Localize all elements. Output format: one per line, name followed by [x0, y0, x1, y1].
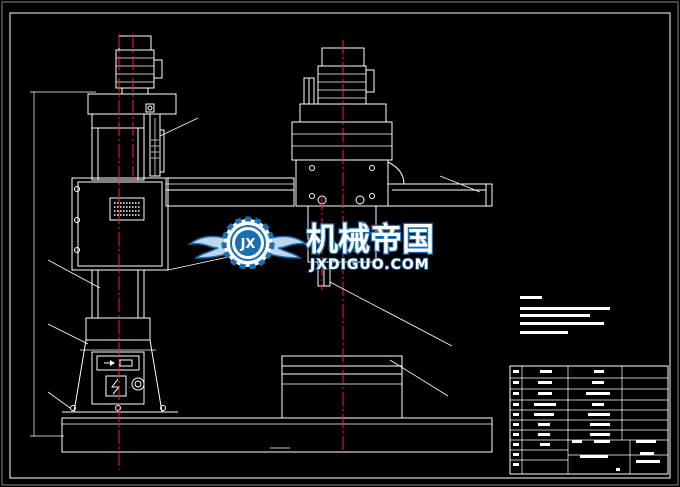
- watermark-badge: JX: [240, 237, 256, 252]
- radial-arm: [165, 177, 295, 214]
- arm-extension: [387, 161, 493, 207]
- control-knob: [131, 377, 145, 391]
- nameplate-dots: [114, 202, 141, 216]
- title-block: [509, 365, 669, 475]
- base-plate: [61, 417, 493, 453]
- lifting-screw: [149, 113, 165, 177]
- height-dimension: [30, 91, 96, 437]
- watermark-title: 机械帝国: [306, 220, 434, 258]
- nameplate: [109, 197, 145, 221]
- spindle-head: [291, 103, 393, 287]
- arm-sleeve: [71, 177, 169, 271]
- right-wing-icon: [263, 235, 309, 259]
- watermark: JX 机械帝国 JXDIGUO.COM: [187, 216, 435, 274]
- column-base: [62, 317, 178, 413]
- center-lines: [118, 34, 344, 470]
- column-motor: [115, 35, 163, 95]
- watermark-subtitle: JXDIGUO.COM: [309, 257, 430, 273]
- lower-column: [91, 269, 145, 319]
- gear-icon: [221, 216, 275, 270]
- spindle-motor: [303, 47, 375, 105]
- inner-border: [9, 12, 671, 479]
- technical-notes: [520, 296, 610, 334]
- warning-label: [105, 375, 127, 397]
- left-wing-icon: [187, 235, 233, 259]
- switch-panel: [96, 355, 140, 371]
- work-table: [281, 355, 403, 419]
- column-body: [91, 127, 145, 181]
- column-top-cap: [87, 93, 177, 129]
